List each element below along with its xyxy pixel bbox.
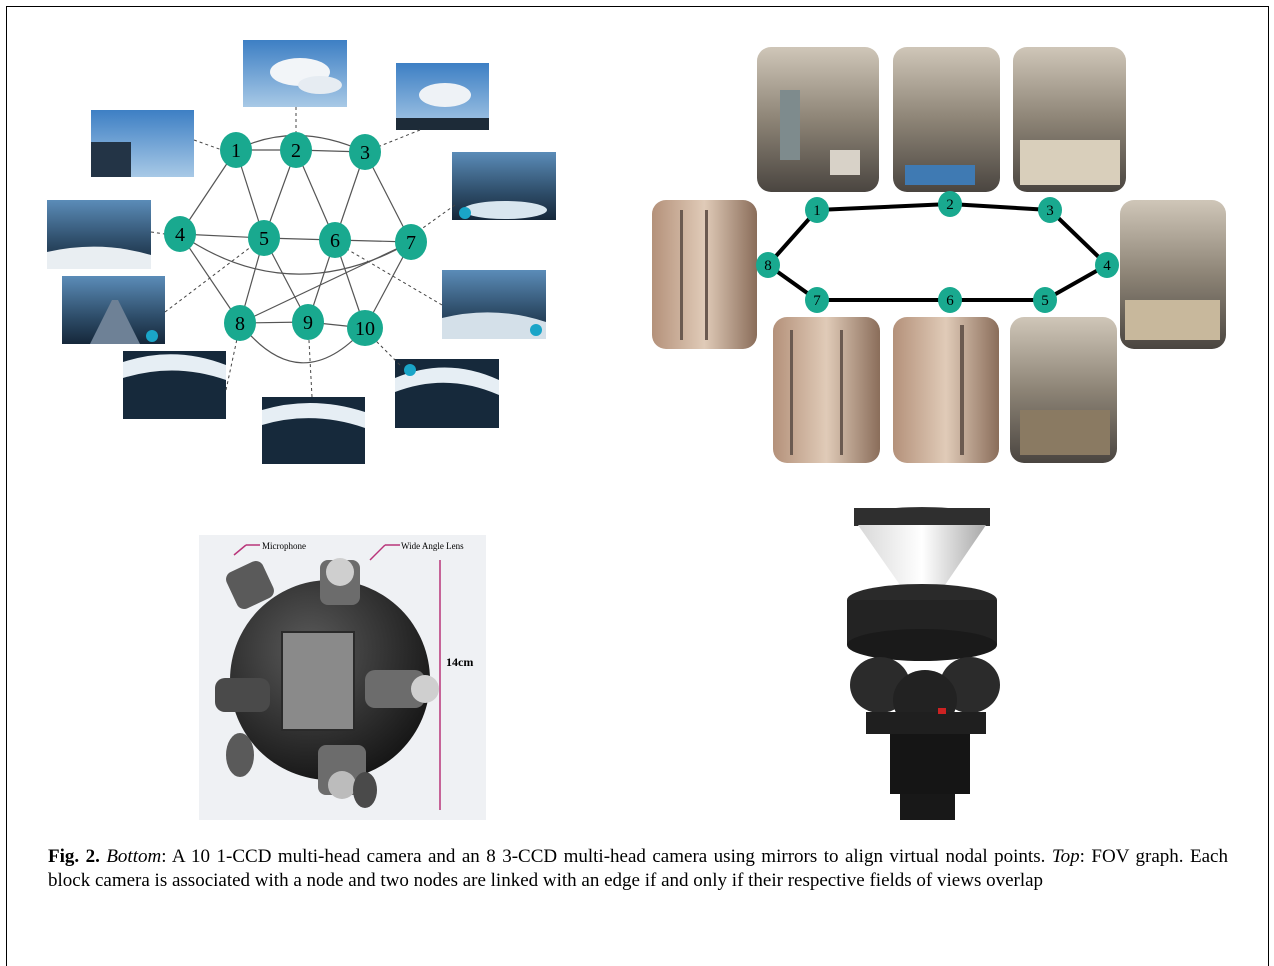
left-node-5: 5	[248, 220, 280, 256]
left-node-6: 6	[319, 222, 351, 258]
figure-label: Fig. 2.	[48, 846, 100, 867]
left-node-9: 9	[292, 304, 324, 340]
svg-text:1: 1	[231, 140, 241, 162]
height-label: 14cm	[446, 655, 473, 669]
caption-part-top: Top	[1051, 846, 1080, 867]
right-node-7: 7	[805, 287, 829, 313]
left-node-8: 8	[224, 305, 256, 341]
svg-text:1: 1	[813, 203, 821, 219]
svg-text:7: 7	[406, 232, 416, 254]
right-node-1: 1	[805, 197, 829, 223]
caption-part-bottom-text: : A 10 1-CCD multi-head camera and an 8 …	[161, 846, 1052, 867]
microphone-label: Microphone	[262, 541, 306, 551]
svg-text:5: 5	[259, 228, 269, 250]
right-node-3: 3	[1038, 197, 1062, 223]
right-node-6: 6	[938, 287, 962, 313]
caption-part-bottom: Bottom	[106, 846, 162, 867]
left-node-2: 2	[280, 132, 312, 168]
svg-text:6: 6	[330, 230, 340, 252]
right-graph-thumbnails	[652, 47, 1226, 463]
svg-text:3: 3	[1046, 203, 1054, 219]
svg-text:7: 7	[813, 293, 821, 309]
svg-text:8: 8	[764, 258, 772, 274]
right-node-8: 8	[756, 252, 780, 278]
svg-text:5: 5	[1041, 293, 1049, 309]
photo-8-head-mirror-camera	[847, 507, 1000, 820]
thumb-office-2	[893, 47, 1000, 192]
right-node-2: 2	[938, 191, 962, 217]
left-graph-thumbnails	[47, 40, 556, 464]
svg-text:4: 4	[175, 224, 185, 246]
thumb-office-1	[757, 47, 879, 192]
left-node-4: 4	[164, 216, 196, 252]
right-graph-nodes: 1 2 3 4 5 6 7 8	[756, 191, 1119, 313]
figure-caption: Fig. 2. Bottom: A 10 1-CCD multi-head ca…	[48, 845, 1228, 893]
left-node-1: 1	[220, 132, 252, 168]
wide-angle-lens-label: Wide Angle Lens	[401, 541, 464, 551]
svg-text:2: 2	[946, 197, 954, 213]
thumb-office-4	[652, 200, 757, 349]
left-fov-graph: 1 2 3 4 5 6 7 8 9 10	[47, 40, 556, 464]
svg-text:10: 10	[355, 318, 375, 340]
right-node-4: 4	[1095, 252, 1119, 278]
thumb-office-6	[773, 317, 880, 463]
left-node-10: 10	[347, 310, 383, 346]
svg-text:2: 2	[291, 140, 301, 162]
caption-part-top-text: : FOV graph. Each block camera is associ…	[48, 846, 1228, 891]
right-fov-graph: 1 2 3 4 5 6 7 8	[652, 47, 1226, 463]
left-graph-nodes: 1 2 3 4 5 6 7 8 9 10	[164, 132, 427, 346]
svg-text:8: 8	[235, 313, 245, 335]
left-node-7: 7	[395, 224, 427, 260]
right-node-5: 5	[1033, 287, 1057, 313]
svg-text:9: 9	[303, 312, 313, 334]
svg-text:6: 6	[946, 293, 954, 309]
left-node-3: 3	[349, 134, 381, 170]
figure-frame	[6, 6, 1269, 966]
photo-10-head-camera: Microphone Wide Angle Lens 14cm	[199, 535, 486, 820]
thumb-office-7	[893, 317, 999, 463]
svg-text:3: 3	[360, 142, 370, 164]
svg-text:4: 4	[1103, 258, 1111, 274]
